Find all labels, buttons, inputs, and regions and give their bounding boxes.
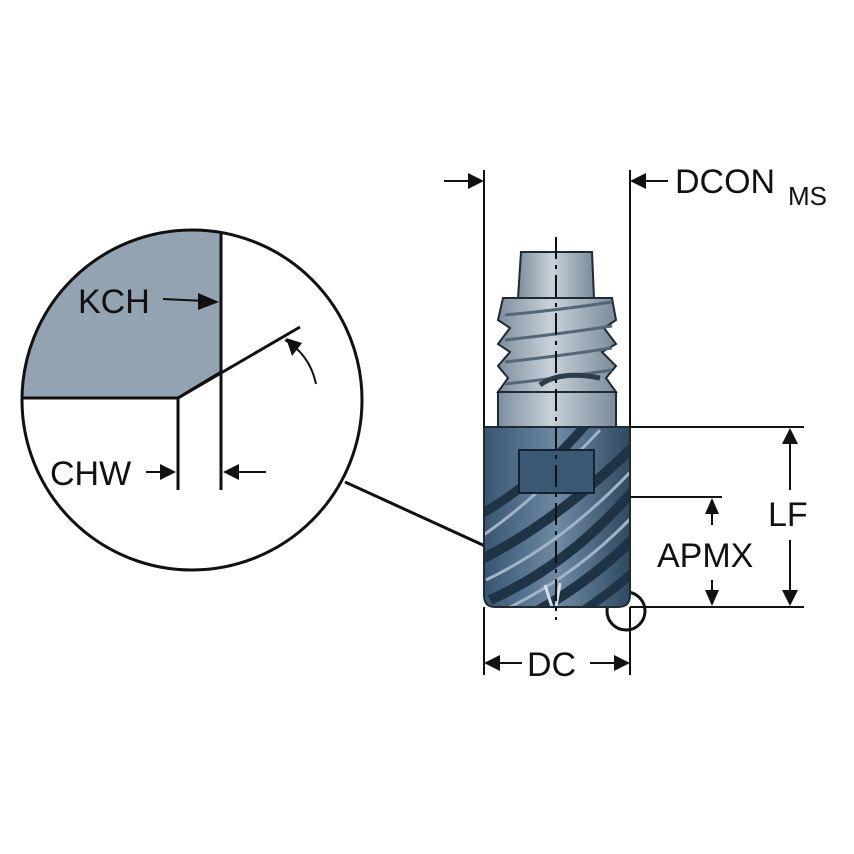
chw-label: CHW	[50, 455, 131, 493]
chw-arrow-left-icon	[160, 464, 176, 480]
dc-arrow-left-icon	[484, 655, 500, 671]
dcon-arrow-left-icon	[468, 173, 484, 189]
dc-arrow-right-icon	[614, 655, 630, 671]
lf-arrow-up-icon	[782, 428, 798, 444]
chw-arrow-right-icon	[223, 464, 239, 480]
detail-magnifier: KCH CHW	[20, 228, 364, 572]
apmx-arrow-down-icon	[705, 590, 719, 606]
end-mill-tool	[483, 237, 631, 620]
detail-circle	[20, 228, 364, 572]
dim-dc: DC	[483, 607, 631, 684]
dc-label: DC	[527, 646, 576, 684]
dcon-subscript: MS	[788, 181, 827, 211]
lf-arrow-down-icon	[782, 590, 798, 606]
angle-arrow-icon	[286, 338, 302, 356]
dcon-label: DCON	[675, 163, 775, 201]
dim-dcon: DCON MS	[444, 163, 827, 427]
kch-arrow-icon	[198, 293, 219, 310]
dim-lf: LF	[630, 426, 808, 608]
apmx-arrow-up-icon	[705, 498, 719, 514]
kch-label: KCH	[78, 283, 150, 321]
lf-label: LF	[768, 496, 808, 534]
angle-line	[177, 325, 301, 400]
dcon-arrow-right-icon	[630, 173, 646, 189]
apmx-label: APMX	[657, 537, 753, 575]
dim-apmx: APMX	[630, 496, 753, 606]
